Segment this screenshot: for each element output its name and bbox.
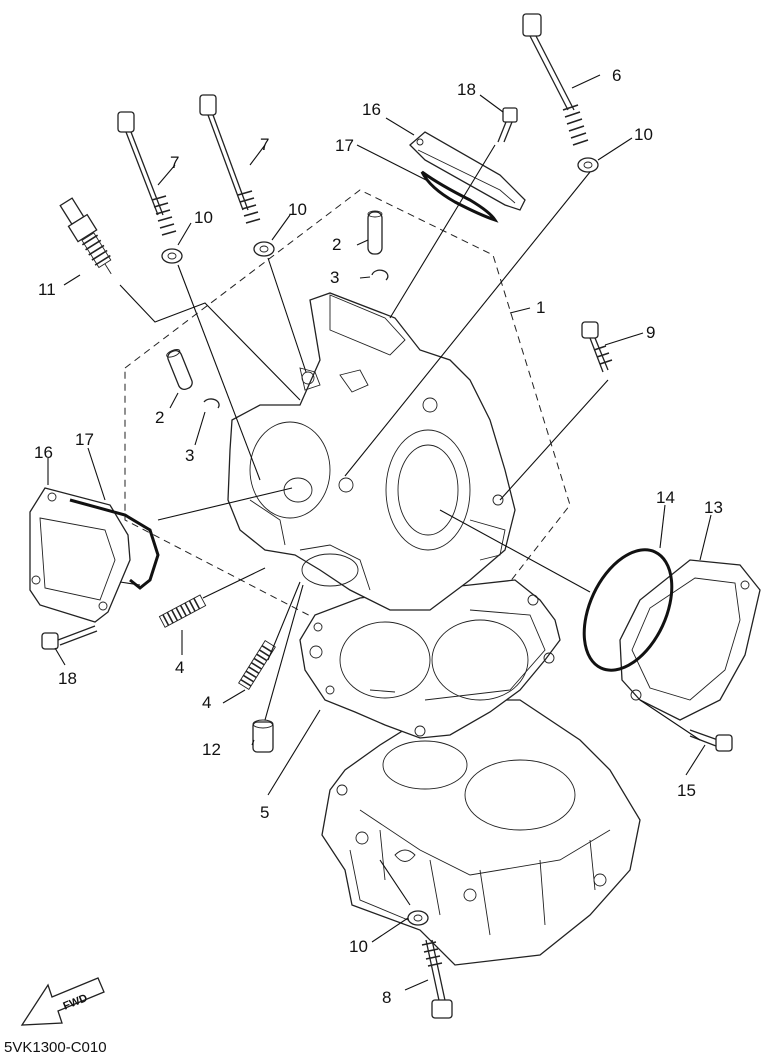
- side-cover-left-bolt: [41, 625, 98, 650]
- callout-9: 9: [646, 323, 655, 342]
- top-cover-o-ring: [420, 170, 499, 223]
- callout-4: 4: [175, 658, 184, 677]
- callout-10: 10: [634, 125, 653, 144]
- circlip: [371, 269, 389, 281]
- callout-3: 3: [330, 268, 339, 287]
- callout-10: 10: [194, 208, 213, 227]
- top-cover-plate: [409, 131, 526, 211]
- callout-6: 6: [612, 66, 621, 85]
- bottom-bolt: [421, 939, 453, 1019]
- side-cover-right: [619, 559, 761, 721]
- dowel-pin: [367, 210, 383, 255]
- side-cover-right-o-ring: [582, 548, 674, 672]
- callout-18: 18: [58, 669, 77, 688]
- callout-8: 8: [382, 988, 391, 1007]
- callout-2: 2: [332, 235, 341, 254]
- circlip: [203, 398, 220, 409]
- spark-plug: [59, 197, 112, 275]
- fwd-arrow-icon: FWD: [20, 977, 105, 1026]
- leader-lines: [47, 74, 712, 991]
- dowel-sleeve: [252, 719, 274, 753]
- callout-13: 13: [704, 498, 723, 517]
- callout-17: 17: [335, 136, 354, 155]
- callout-14: 14: [656, 488, 675, 507]
- cylinder-head: [227, 292, 516, 611]
- callout-16: 16: [362, 100, 381, 119]
- head-bolt-left: [117, 111, 177, 236]
- callout-labels: 1 2 2 3 3 4 4 5 6 7 7 8 9 10 10 10 10 11…: [34, 66, 723, 1007]
- washer: [161, 248, 183, 264]
- callout-1: 1: [536, 298, 545, 317]
- diagram-code: 5VK1300-C010: [4, 1039, 107, 1056]
- callout-5: 5: [260, 803, 269, 822]
- callout-16: 16: [34, 443, 53, 462]
- callout-15: 15: [677, 781, 696, 800]
- side-cover-left-gasket: [69, 498, 160, 590]
- side-cover-right-bolt: [689, 729, 733, 752]
- callout-2: 2: [155, 408, 164, 427]
- washer: [407, 910, 429, 926]
- cap-bolt: [581, 321, 613, 373]
- callout-7: 7: [260, 135, 269, 154]
- callout-18: 18: [457, 80, 476, 99]
- washer: [253, 241, 275, 257]
- callout-17: 17: [75, 430, 94, 449]
- callout-11: 11: [38, 280, 56, 299]
- cylinder-block: [321, 699, 641, 966]
- callout-10: 10: [349, 937, 368, 956]
- dowel-pin: [166, 349, 193, 391]
- stud-bolt: [158, 594, 207, 628]
- callout-10: 10: [288, 200, 307, 219]
- head-bolt-right: [522, 13, 589, 146]
- stud-bolt: [238, 639, 276, 691]
- washer: [577, 157, 599, 173]
- head-bolt-center: [199, 94, 261, 224]
- callout-12: 12: [202, 740, 221, 759]
- side-cover-left: [29, 487, 131, 623]
- top-cover-bolt: [497, 107, 518, 143]
- callout-3: 3: [185, 446, 194, 465]
- callout-7: 7: [170, 153, 179, 172]
- callout-4: 4: [202, 693, 211, 712]
